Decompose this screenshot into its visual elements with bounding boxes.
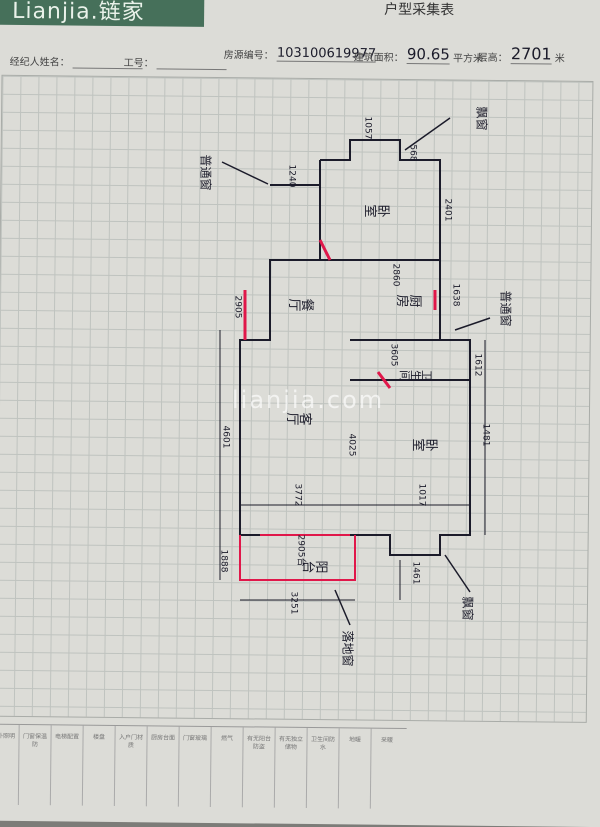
room-living: 客厅: [286, 409, 313, 425]
dimension-label: 2905: [232, 295, 243, 319]
room-bedroom-top: 卧室: [364, 201, 391, 217]
window-top-right: 飘窗: [474, 106, 489, 131]
arrow-kitchen: [454, 317, 491, 331]
window-bottom-right: 飘窗: [460, 596, 475, 621]
wall-living: [239, 184, 350, 536]
dimension-label: 1888: [218, 549, 229, 573]
dimension-label: 1017: [416, 483, 427, 507]
door-marker-bath: [376, 371, 392, 389]
arrow-balcony: [334, 589, 351, 626]
wall-balcony: [239, 535, 356, 581]
watermark: lianjia.com: [232, 386, 385, 414]
arrow-bottom-right: [444, 554, 471, 593]
dimension-label: 1612: [472, 353, 483, 377]
dimension-label: 4025: [346, 433, 357, 457]
dimension-label: 2905台: [295, 534, 306, 567]
dimension-label: 3772: [292, 483, 303, 507]
dimension-label: 1057: [362, 116, 373, 140]
floor-plan: [219, 117, 491, 626]
dimension-label: 1481: [480, 423, 491, 447]
window-balcony: 落地窗: [340, 630, 355, 667]
door-marker-left: [318, 239, 332, 261]
wall-bathroom: [375, 339, 471, 380]
dimension-label: 1638: [450, 283, 461, 307]
window-kitchen: 普通窗: [498, 290, 513, 327]
dimension-label: 3251: [288, 591, 299, 615]
dimension-label: 2401: [442, 198, 453, 222]
dimension-label: 2860: [390, 263, 401, 287]
room-kitchen: 厨房: [396, 291, 423, 307]
dimension-label: 568: [407, 144, 418, 162]
arrow-top-right: [404, 117, 451, 151]
arrow-top-left: [221, 161, 269, 185]
room-bathroom: 卫生间: [399, 368, 433, 382]
window-top-left: 普通窗: [198, 154, 213, 191]
dimension-label: 4601: [220, 425, 231, 449]
dimension-label: 3605: [388, 343, 399, 367]
wall-right-bedroom: [350, 379, 471, 556]
room-bedroom-right: 卧室: [412, 435, 439, 451]
room-dining: 餐厅: [288, 295, 315, 311]
dimension-label: 1461: [410, 561, 421, 585]
dimension-label: 1240: [286, 164, 297, 188]
